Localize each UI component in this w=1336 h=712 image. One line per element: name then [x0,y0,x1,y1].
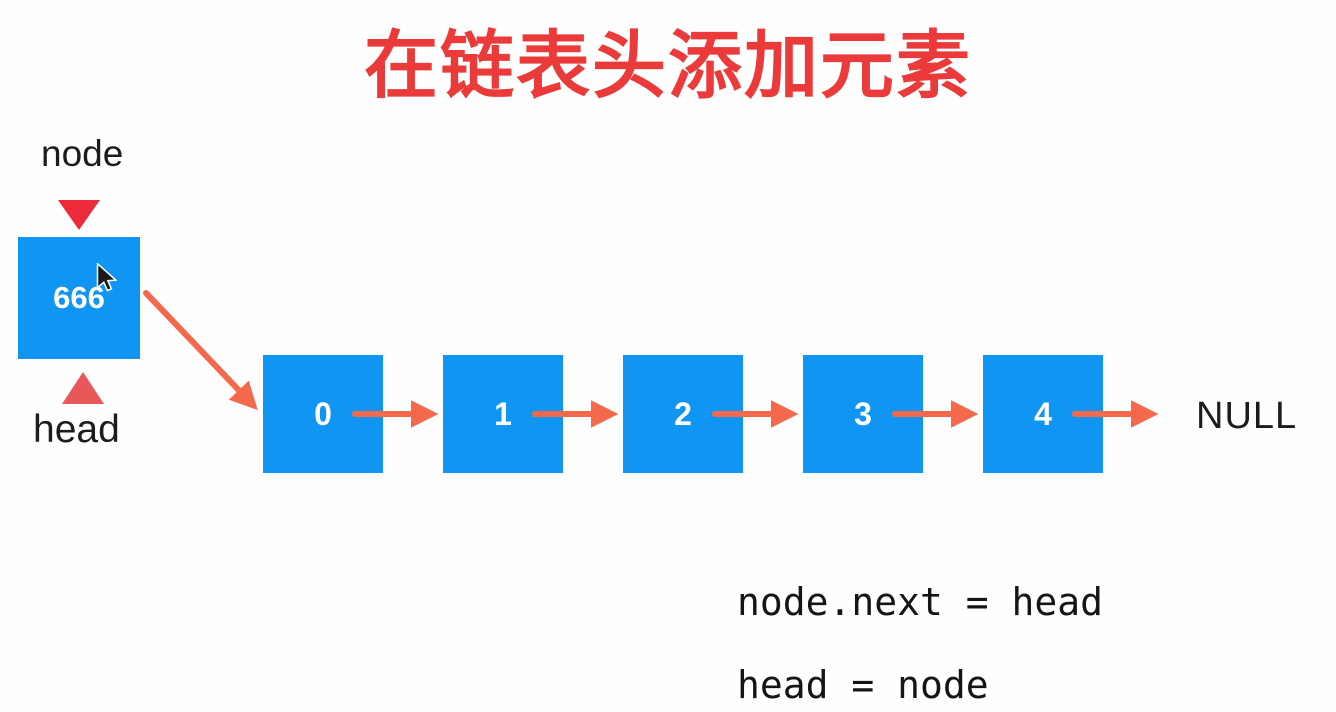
node-pointer-label: node [41,133,124,174]
code-line-1: node.next = head [737,580,1104,624]
triangle-down-icon [58,200,100,230]
triangle-up-icon [62,372,104,404]
list-node-3-value: 3 [854,395,872,432]
list-node-0: 0 [263,355,383,473]
list-node-2: 2 [623,355,743,473]
list-node-4-value: 4 [1034,395,1052,432]
head-pointer-label: head [33,408,120,451]
list-node-1-value: 1 [494,395,512,432]
new-node-box: 666 [18,237,140,359]
list-node-2-value: 2 [674,395,692,432]
list-node-1: 1 [443,355,563,473]
new-node-value: 666 [53,280,105,315]
arrow-node-to-0-icon [143,290,258,411]
list-node-4: 4 [983,355,1103,473]
list-node-3: 3 [803,355,923,473]
list-node-0-value: 0 [314,395,332,432]
code-line-2: head = node [737,663,989,707]
null-terminator-label: NULL [1196,395,1298,437]
page-title: 在链表头添加元素 [364,24,972,107]
mouse-pointer-icon [96,263,117,292]
